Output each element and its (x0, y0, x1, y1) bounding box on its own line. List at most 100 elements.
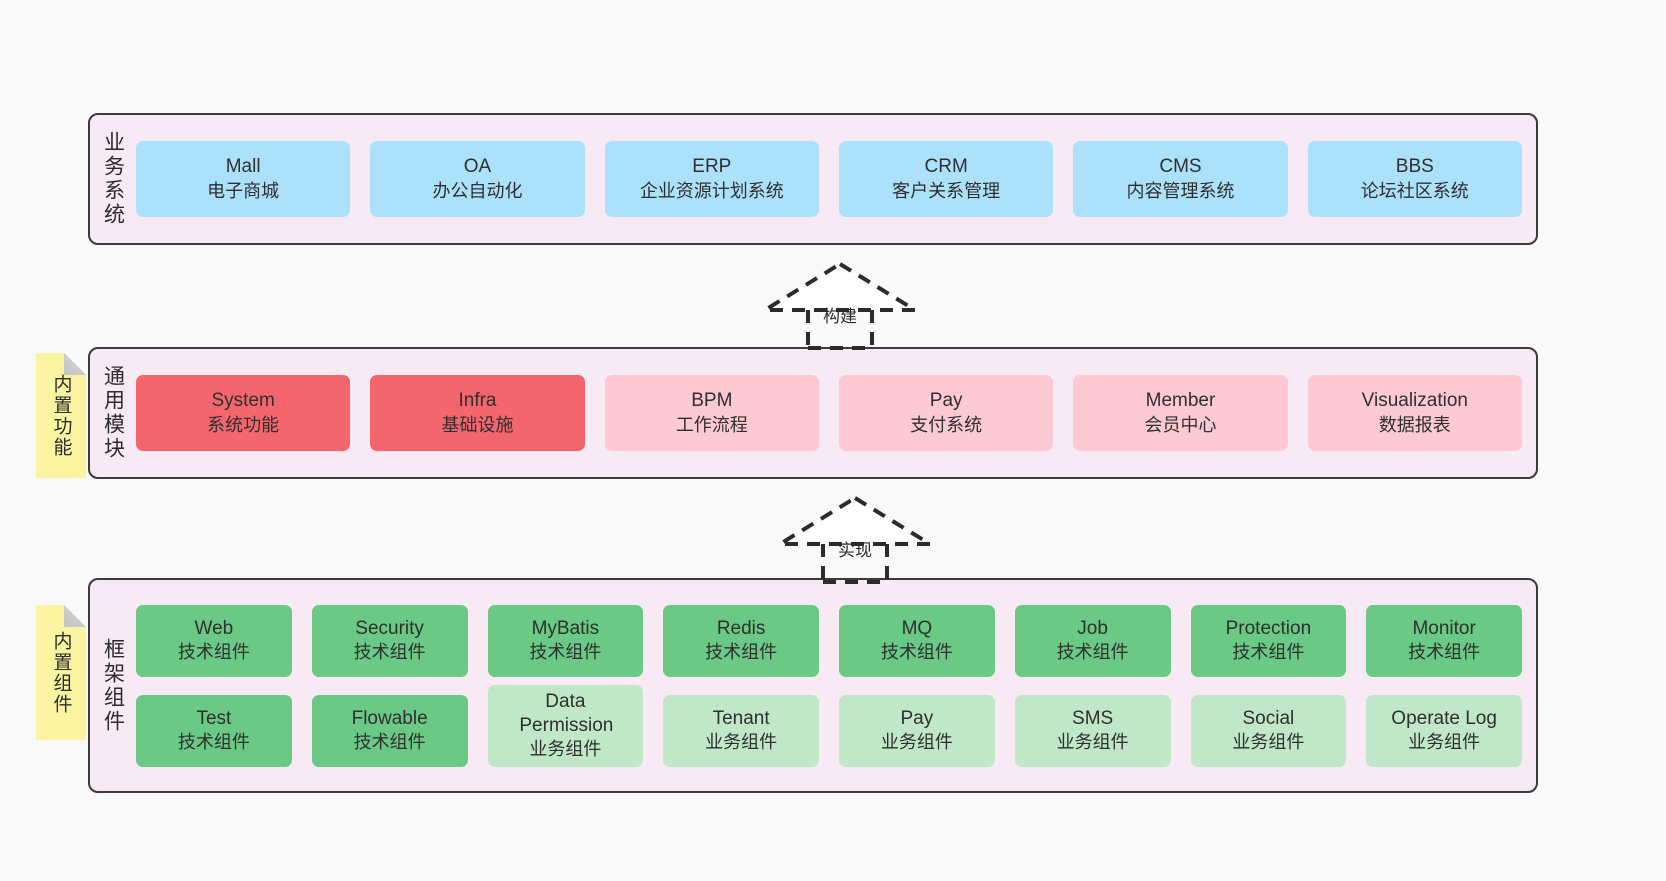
card-title: Monitor (1412, 617, 1476, 639)
card-title: MQ (901, 617, 933, 639)
card-web[interactable]: Web 技术组件 (136, 604, 292, 677)
layer-label-framework-component: 框架组件 (101, 637, 125, 734)
card-oa[interactable]: OA 办公自动化 (370, 141, 585, 217)
card-subtitle: 企业资源计划系统 (639, 180, 784, 201)
card-sms[interactable]: SMS 业务组件 (1014, 694, 1171, 767)
card-subtitle: 业务组件 (705, 732, 778, 753)
card-title: MyBatis (531, 617, 600, 639)
card-subtitle: 技术组件 (1408, 642, 1481, 663)
card-title: CRM (924, 156, 968, 178)
card-title: BBS (1395, 156, 1434, 178)
layer-body-business-system: Mall 电子商城 OA 办公自动化 ERP 企业资源计划系统 CRM 客户关系… (136, 115, 1536, 243)
card-subtitle: 业务组件 (1056, 732, 1129, 753)
card-row: Test 技术组件 Flowable 技术组件 Data Permission … (136, 684, 1522, 767)
layer-body-framework-component: Web 技术组件 Security 技术组件 MyBatis 技术组件 Redi… (136, 580, 1536, 791)
card-title: Tenant (712, 707, 770, 729)
card-title: OA (463, 156, 492, 178)
card-mall[interactable]: Mall 电子商城 (136, 141, 351, 217)
card-title: Flowable (351, 707, 428, 729)
card-subtitle: 技术组件 (880, 642, 953, 663)
card-title: SMS (1072, 707, 1114, 729)
card-title: Infra (458, 390, 497, 412)
card-bbs[interactable]: BBS 论坛社区系统 (1307, 141, 1522, 217)
card-title: Visualization (1361, 390, 1468, 412)
card-subtitle: 办公自动化 (432, 180, 523, 201)
sticky-note-text: 内置组件 (50, 630, 72, 715)
card-title: Protection (1225, 617, 1312, 639)
card-title: Operate Log (1391, 707, 1497, 729)
connector-build: 构建 (755, 258, 925, 350)
card-cms[interactable]: CMS 内容管理系统 (1073, 141, 1288, 217)
card-flowable[interactable]: Flowable 技术组件 (311, 694, 468, 767)
card-title: Data Permission (519, 690, 614, 736)
sticky-note-text: 内置功能 (50, 373, 72, 458)
card-row: System 系统功能 Infra 基础设施 BPM 工作流程 Pay 支付系统… (136, 375, 1522, 451)
card-title: Social (1242, 707, 1295, 729)
card-subtitle: 技术组件 (177, 732, 250, 753)
card-subtitle: 内容管理系统 (1126, 180, 1235, 201)
connector-implement-label: 实现 (838, 541, 872, 560)
card-subtitle: 客户关系管理 (892, 180, 1001, 201)
card-title: Pay (900, 707, 934, 729)
card-test[interactable]: Test 技术组件 (136, 694, 292, 767)
card-monitor[interactable]: Monitor 技术组件 (1366, 604, 1522, 677)
card-tenant[interactable]: Tenant 业务组件 (663, 694, 819, 767)
card-subtitle: 会员中心 (1144, 414, 1217, 435)
card-subtitle: 基础设施 (441, 414, 514, 435)
card-title: System (211, 390, 275, 412)
sticky-note-builtin-components: 内置组件 (36, 605, 86, 740)
card-subtitle: 业务组件 (529, 739, 602, 760)
card-job[interactable]: Job 技术组件 (1014, 604, 1171, 677)
card-mq[interactable]: MQ 技术组件 (839, 604, 995, 677)
card-social[interactable]: Social 业务组件 (1190, 694, 1347, 767)
card-erp[interactable]: ERP 企业资源计划系统 (604, 141, 819, 217)
connector-build-label: 构建 (823, 307, 857, 326)
card-title: Job (1077, 617, 1108, 639)
card-infra[interactable]: Infra 基础设施 (370, 375, 585, 451)
card-operate-log[interactable]: Operate Log 业务组件 (1366, 694, 1522, 767)
connector-implement: 实现 (770, 492, 940, 584)
card-bpm[interactable]: BPM 工作流程 (604, 375, 819, 451)
card-title: Member (1145, 390, 1216, 412)
card-title: Mall (225, 156, 261, 178)
layer-label-business-system: 业务系统 (101, 131, 125, 227)
layer-framework-component: 框架组件 Web 技术组件 Security 技术组件 MyBatis 技术组件… (88, 578, 1538, 793)
card-member[interactable]: Member 会员中心 (1073, 375, 1288, 451)
card-visualization[interactable]: Visualization 数据报表 (1307, 375, 1522, 451)
card-crm[interactable]: CRM 客户关系管理 (838, 141, 1054, 217)
card-redis[interactable]: Redis 技术组件 (663, 604, 819, 677)
card-pay[interactable]: Pay 支付系统 (838, 375, 1054, 451)
card-subtitle: 技术组件 (353, 642, 426, 663)
card-security[interactable]: Security 技术组件 (311, 604, 468, 677)
card-row: Mall 电子商城 OA 办公自动化 ERP 企业资源计划系统 CRM 客户关系… (136, 141, 1522, 217)
layer-label-common-module: 通用模块 (101, 365, 125, 461)
layer-business-system: 业务系统 Mall 电子商城 OA 办公自动化 ERP 企业资源计划系统 CRM… (88, 113, 1538, 245)
card-title: Web (194, 617, 234, 639)
layer-body-common-module: System 系统功能 Infra 基础设施 BPM 工作流程 Pay 支付系统… (136, 349, 1536, 477)
card-title: Test (196, 707, 232, 729)
card-system[interactable]: System 系统功能 (136, 375, 351, 451)
card-subtitle: 业务组件 (880, 732, 953, 753)
card-subtitle: 论坛社区系统 (1360, 180, 1469, 201)
card-title: CMS (1159, 156, 1202, 178)
card-mybatis[interactable]: MyBatis 技术组件 (487, 604, 644, 677)
card-subtitle: 工作流程 (675, 414, 748, 435)
card-subtitle: 技术组件 (1056, 642, 1129, 663)
card-pay-business[interactable]: Pay 业务组件 (839, 694, 995, 767)
card-title: BPM (691, 390, 733, 412)
card-title: Pay (929, 390, 963, 412)
layer-common-module: 通用模块 System 系统功能 Infra 基础设施 BPM 工作流程 Pay… (88, 347, 1538, 479)
card-protection[interactable]: Protection 技术组件 (1190, 604, 1347, 677)
card-subtitle: 电子商城 (207, 180, 280, 201)
card-subtitle: 技术组件 (1232, 642, 1305, 663)
card-subtitle: 系统功能 (207, 414, 280, 435)
card-subtitle: 支付系统 (910, 414, 983, 435)
card-subtitle: 技术组件 (177, 642, 250, 663)
sticky-note-builtin-features: 内置功能 (36, 353, 86, 478)
card-data-permission[interactable]: Data Permission 业务组件 (487, 684, 644, 767)
card-title: ERP (692, 156, 732, 178)
card-row: Web 技术组件 Security 技术组件 MyBatis 技术组件 Redi… (136, 604, 1522, 677)
card-subtitle: 数据报表 (1378, 414, 1451, 435)
card-subtitle: 业务组件 (1408, 732, 1481, 753)
